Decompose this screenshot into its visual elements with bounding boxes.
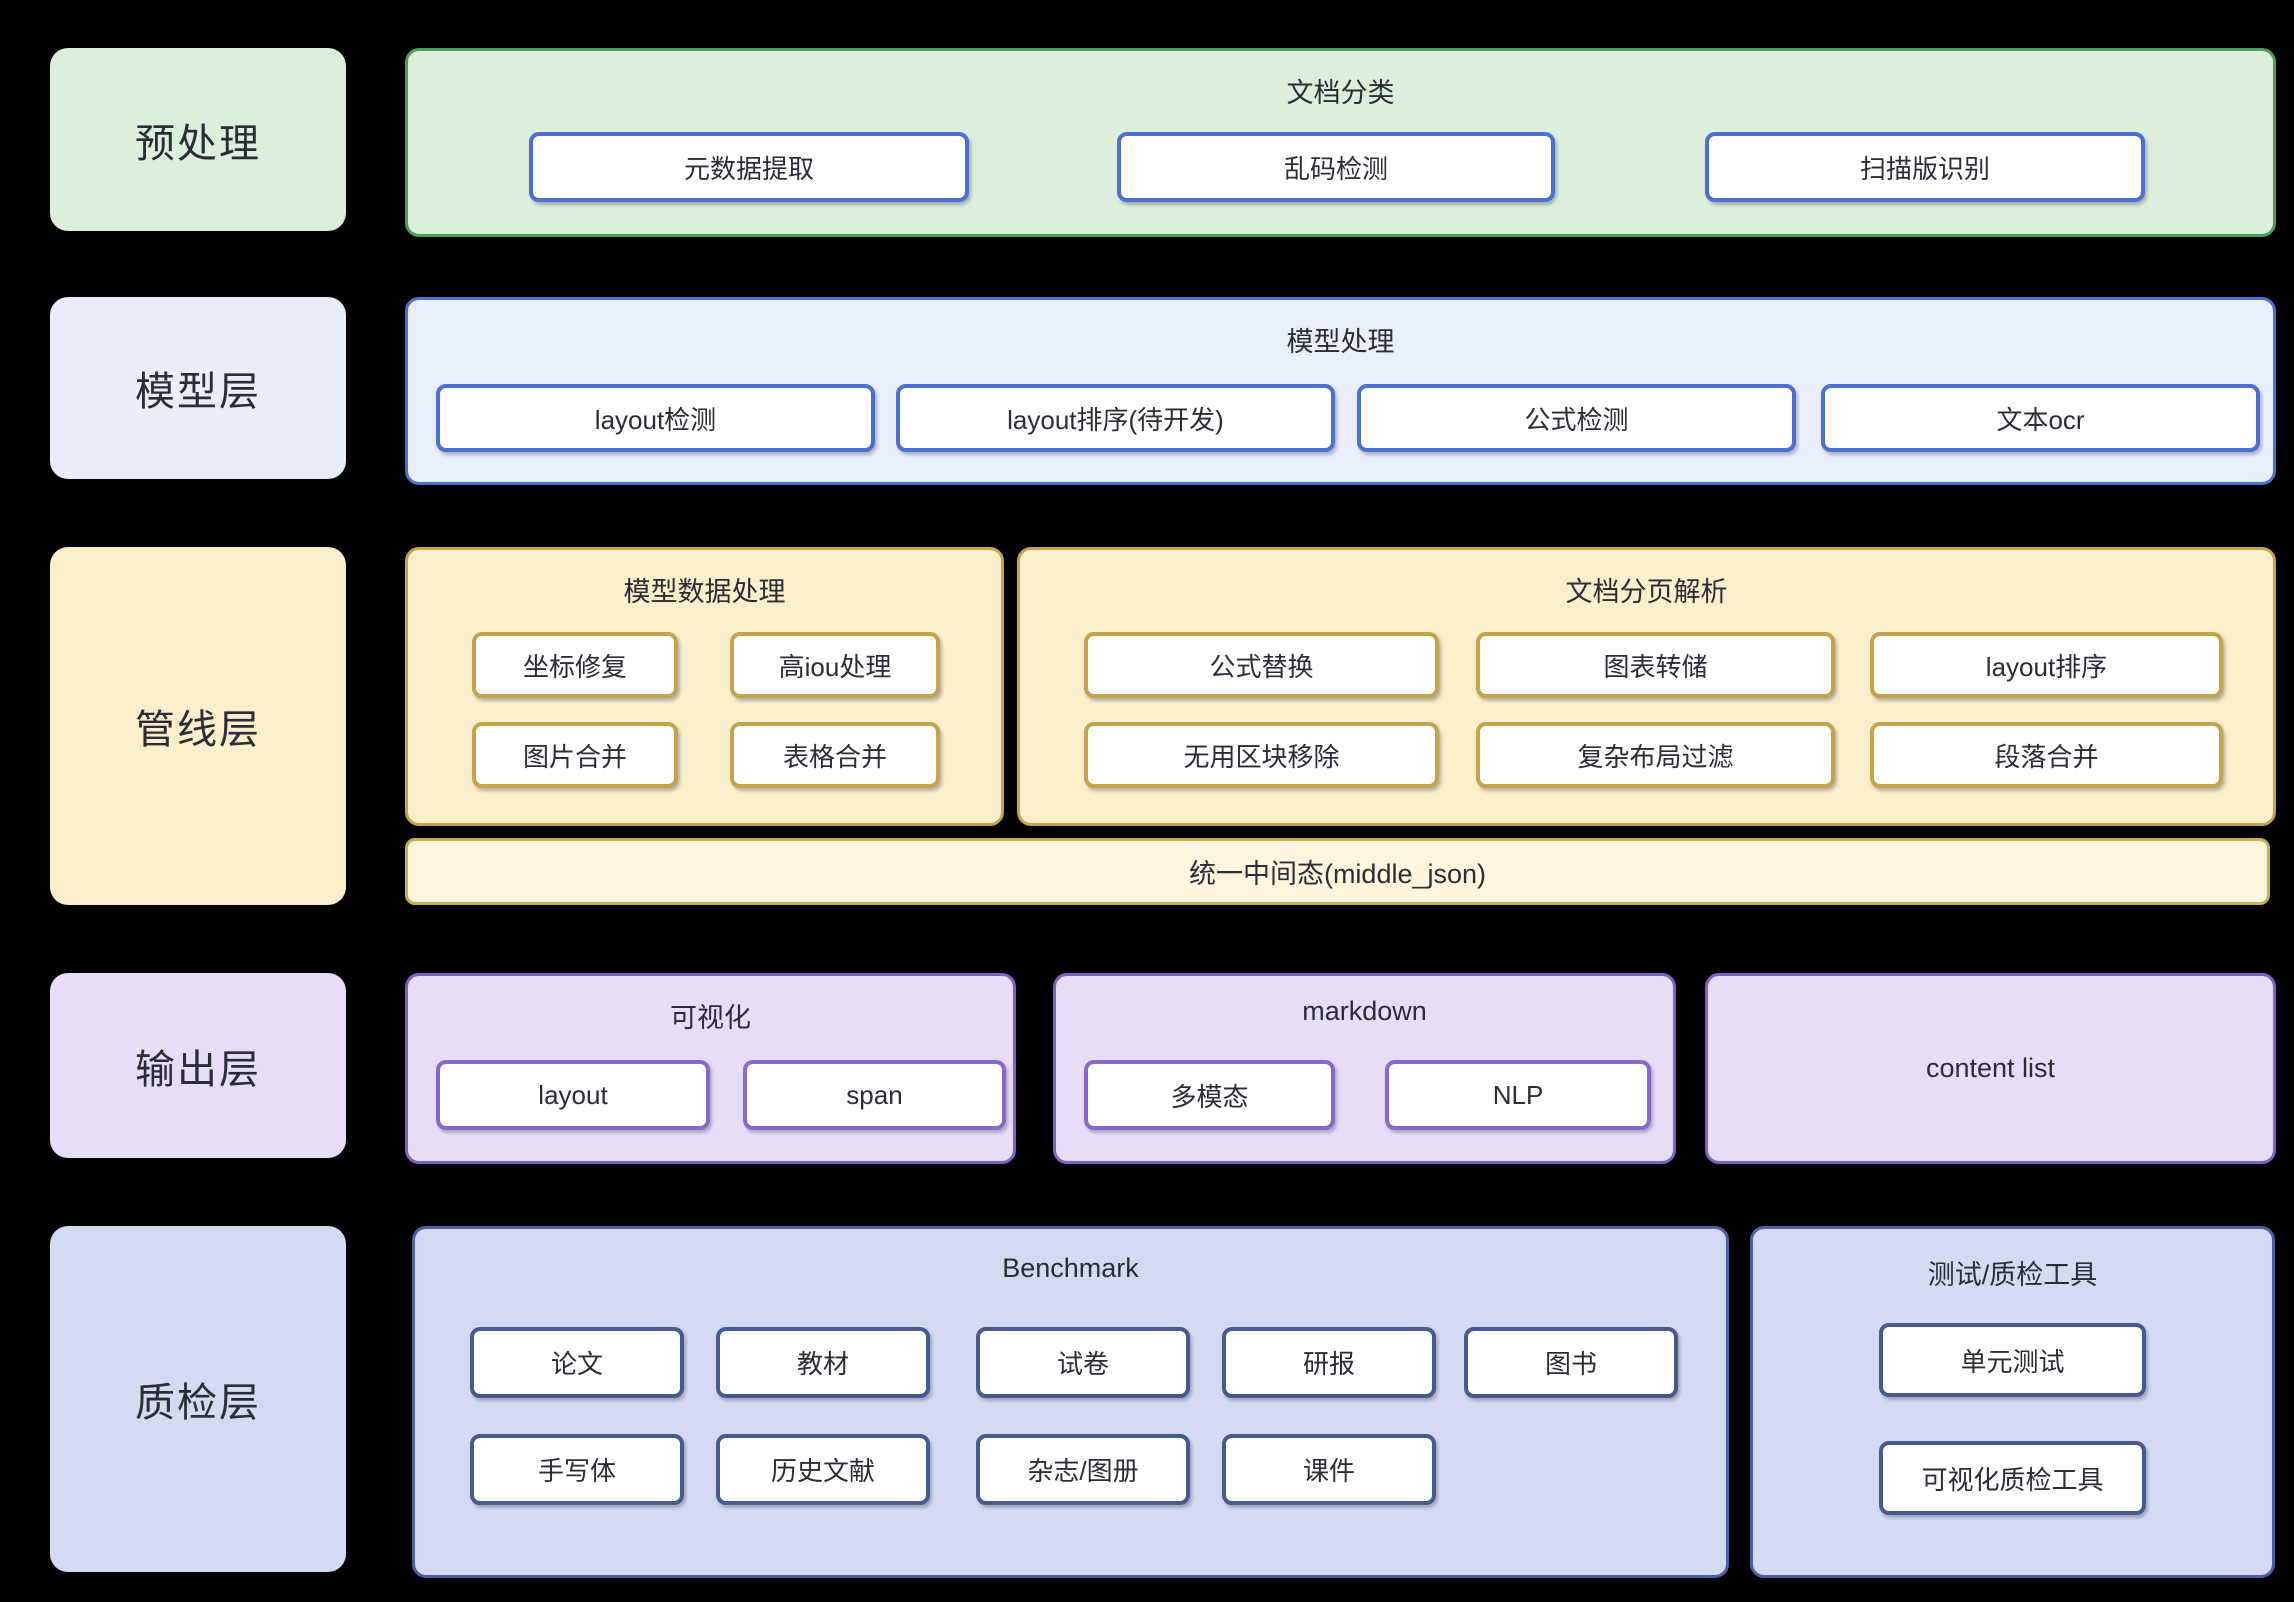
node-text-ocr: 文本ocr bbox=[1821, 384, 2260, 452]
node-formula-detection: 公式检测 bbox=[1357, 384, 1796, 452]
node-formula-replacement: 公式替换 bbox=[1084, 632, 1439, 698]
group-title: 模型数据处理 bbox=[623, 577, 786, 607]
node-metadata-extraction: 元数据提取 bbox=[529, 132, 969, 202]
node-handwriting: 手写体 bbox=[470, 1434, 684, 1505]
node-paper: 论文 bbox=[470, 1327, 684, 1398]
group-model-data-processing: 模型数据处理 坐标修复 高iou处理 图片合并 表格合并 bbox=[405, 547, 1004, 826]
group-test-qa-tools: 测试/质检工具 单元测试 可视化质检工具 bbox=[1750, 1226, 2275, 1578]
group-doc-classification: 文档分类 元数据提取 乱码检测 扫描版识别 bbox=[405, 48, 2276, 237]
group-title: 测试/质检工具 bbox=[1927, 1260, 2098, 1290]
node-md-nlp: NLP bbox=[1385, 1060, 1651, 1130]
layer-label-preprocess: 预处理 bbox=[50, 48, 346, 231]
layer-label-output: 输出层 bbox=[50, 973, 346, 1158]
node-chart-dump: 图表转储 bbox=[1476, 632, 1835, 698]
node-layout-sorting: layout排序 bbox=[1870, 632, 2223, 698]
group-content-list: content list bbox=[1705, 973, 2276, 1164]
node-table-merge: 表格合并 bbox=[730, 722, 940, 788]
node-layout-detection: layout检测 bbox=[436, 384, 875, 452]
node-high-iou-processing: 高iou处理 bbox=[730, 632, 940, 698]
node-vis-layout: layout bbox=[436, 1060, 710, 1130]
group-title: content list bbox=[1925, 1053, 2056, 1083]
node-scanned-doc-recognition: 扫描版识别 bbox=[1705, 132, 2145, 202]
group-title: markdown bbox=[1302, 996, 1427, 1026]
group-doc-page-parsing: 文档分页解析 公式替换 图表转储 layout排序 无用区块移除 复杂布局过滤 … bbox=[1017, 547, 2276, 826]
node-textbook: 教材 bbox=[716, 1327, 930, 1398]
node-unit-test: 单元测试 bbox=[1879, 1323, 2146, 1397]
group-benchmark: Benchmark 论文 教材 试卷 研报 图书 手写体 历史文献 杂志/图册 … bbox=[412, 1226, 1729, 1578]
node-md-multimodal: 多模态 bbox=[1084, 1060, 1335, 1130]
group-title: 文档分类 bbox=[1286, 78, 1395, 108]
middle-json-bar: 统一中间态(middle_json) bbox=[405, 838, 2270, 905]
node-garbled-text-detection: 乱码检测 bbox=[1117, 132, 1555, 202]
group-model-processing: 模型处理 layout检测 layout排序(待开发) 公式检测 文本ocr bbox=[405, 297, 2276, 485]
node-useless-block-removal: 无用区块移除 bbox=[1084, 722, 1439, 788]
node-complex-layout-filter: 复杂布局过滤 bbox=[1476, 722, 1835, 788]
node-research-report: 研报 bbox=[1222, 1327, 1436, 1398]
group-title: 模型处理 bbox=[1286, 327, 1395, 357]
group-title: Benchmark bbox=[1002, 1253, 1139, 1283]
group-markdown: markdown 多模态 NLP bbox=[1053, 973, 1676, 1164]
layer-label-pipeline: 管线层 bbox=[50, 547, 346, 905]
node-historical-doc: 历史文献 bbox=[716, 1434, 930, 1505]
layer-label-model: 模型层 bbox=[50, 297, 346, 479]
node-book: 图书 bbox=[1464, 1327, 1678, 1398]
node-image-merge: 图片合并 bbox=[472, 722, 678, 788]
group-title: 可视化 bbox=[670, 1003, 751, 1033]
node-exam-paper: 试卷 bbox=[976, 1327, 1190, 1398]
node-vis-span: span bbox=[743, 1060, 1006, 1130]
node-layout-sorting-todo: layout排序(待开发) bbox=[896, 384, 1335, 452]
layer-label-qa: 质检层 bbox=[50, 1226, 346, 1572]
group-title: 文档分页解析 bbox=[1565, 577, 1728, 607]
node-paragraph-merge: 段落合并 bbox=[1870, 722, 2223, 788]
node-visual-qa-tool: 可视化质检工具 bbox=[1879, 1441, 2146, 1515]
node-magazine-album: 杂志/图册 bbox=[976, 1434, 1190, 1505]
node-coordinate-fix: 坐标修复 bbox=[472, 632, 678, 698]
group-visualization: 可视化 layout span bbox=[405, 973, 1016, 1164]
node-courseware: 课件 bbox=[1222, 1434, 1436, 1505]
